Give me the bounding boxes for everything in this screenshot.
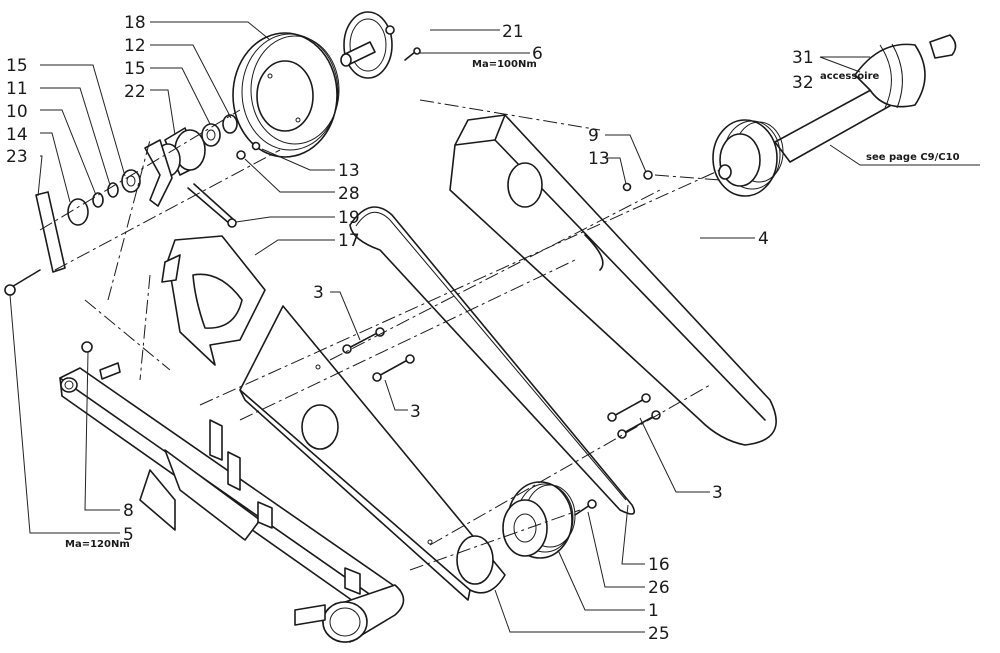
callout-15-right: 15 xyxy=(124,59,146,79)
guard-plate xyxy=(239,305,506,601)
bracket xyxy=(161,235,266,366)
callout-3-upper: 3 xyxy=(313,283,324,303)
torque-note-5: Ma=120Nm xyxy=(65,539,130,550)
stud-bolts xyxy=(342,327,661,439)
v-belt xyxy=(349,206,636,515)
flange-shaft xyxy=(340,11,421,79)
nut-9 xyxy=(643,170,653,180)
callout-1: 1 xyxy=(648,601,659,621)
callout-13-right: 13 xyxy=(588,149,610,169)
callout-6: 6 xyxy=(532,44,543,64)
callout-25: 25 xyxy=(648,624,670,644)
callout-10: 10 xyxy=(6,102,28,122)
callout-32: 32 xyxy=(792,73,814,93)
callout-5: 5 xyxy=(123,525,134,545)
callout-22: 22 xyxy=(124,82,146,102)
assembly-lines xyxy=(39,99,721,571)
callout-9: 9 xyxy=(588,126,599,146)
callout-4: 4 xyxy=(758,229,769,249)
belt-guard xyxy=(449,114,777,446)
callout-11: 11 xyxy=(6,79,28,99)
washer-13 xyxy=(622,182,632,192)
callout-31: 31 xyxy=(792,48,814,68)
frame-arm xyxy=(59,341,405,643)
callout-28: 28 xyxy=(338,184,360,204)
callout-8: 8 xyxy=(123,501,134,521)
callout-15-left: 15 xyxy=(6,56,28,76)
callout-14: 14 xyxy=(6,125,28,145)
leader-lines xyxy=(9,21,980,633)
callout-26: 26 xyxy=(648,578,670,598)
callout-19: 19 xyxy=(338,208,360,228)
torque-note-6: Ma=100Nm xyxy=(472,59,537,70)
callout-labels: 18 12 15 15 22 11 10 14 23 21 6 13 28 19… xyxy=(6,13,960,644)
callout-3-right: 3 xyxy=(712,483,723,503)
top-pulley xyxy=(232,32,340,158)
callout-16: 16 xyxy=(648,555,670,575)
callout-3-middle: 3 xyxy=(410,402,421,422)
callout-21: 21 xyxy=(502,22,524,42)
hub-assembly xyxy=(4,114,261,296)
callout-18: 18 xyxy=(124,13,146,33)
accessory-note: accessoire xyxy=(820,71,880,82)
callout-17: 17 xyxy=(338,231,360,251)
callout-23: 23 xyxy=(6,147,28,167)
pto-shaft xyxy=(712,34,957,197)
callout-13-top: 13 xyxy=(338,161,360,181)
see-page-note: see page C9/C10 xyxy=(866,152,960,163)
lower-pulley xyxy=(502,481,597,559)
callout-12: 12 xyxy=(124,36,146,56)
